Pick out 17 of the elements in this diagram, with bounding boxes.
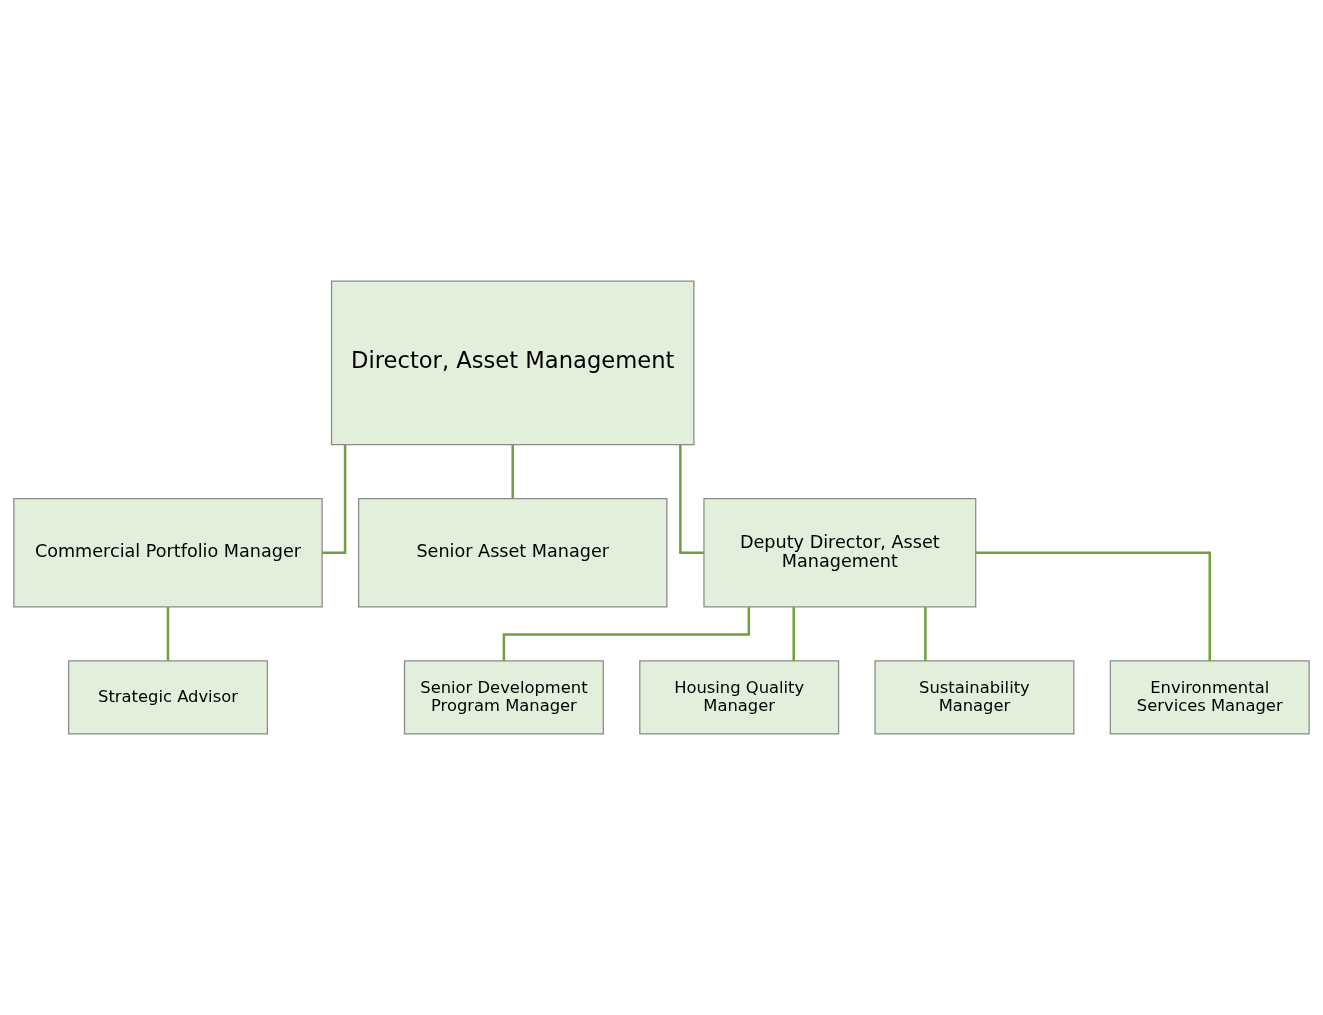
node-box: Senior Development Program Manager <box>403 660 604 735</box>
connector <box>322 445 347 555</box>
node-box: Director, Asset Management <box>330 280 695 446</box>
connector <box>502 607 751 661</box>
node-box: Strategic Advisor <box>67 660 268 735</box>
connector <box>511 445 514 499</box>
node-box: Deputy Director, Asset Management <box>703 498 977 608</box>
connector <box>976 551 1211 661</box>
node-box: Environmental Services Manager <box>1109 660 1310 735</box>
node-box: Housing Quality Manager <box>639 660 840 735</box>
connector <box>679 445 704 555</box>
connector <box>792 607 795 661</box>
node-box: Senior Asset Manager <box>357 498 668 608</box>
connector <box>166 607 170 661</box>
connector <box>924 607 927 661</box>
node-box: Sustainability Manager <box>874 660 1075 735</box>
node-box: Commercial Portfolio Manager <box>13 498 323 608</box>
